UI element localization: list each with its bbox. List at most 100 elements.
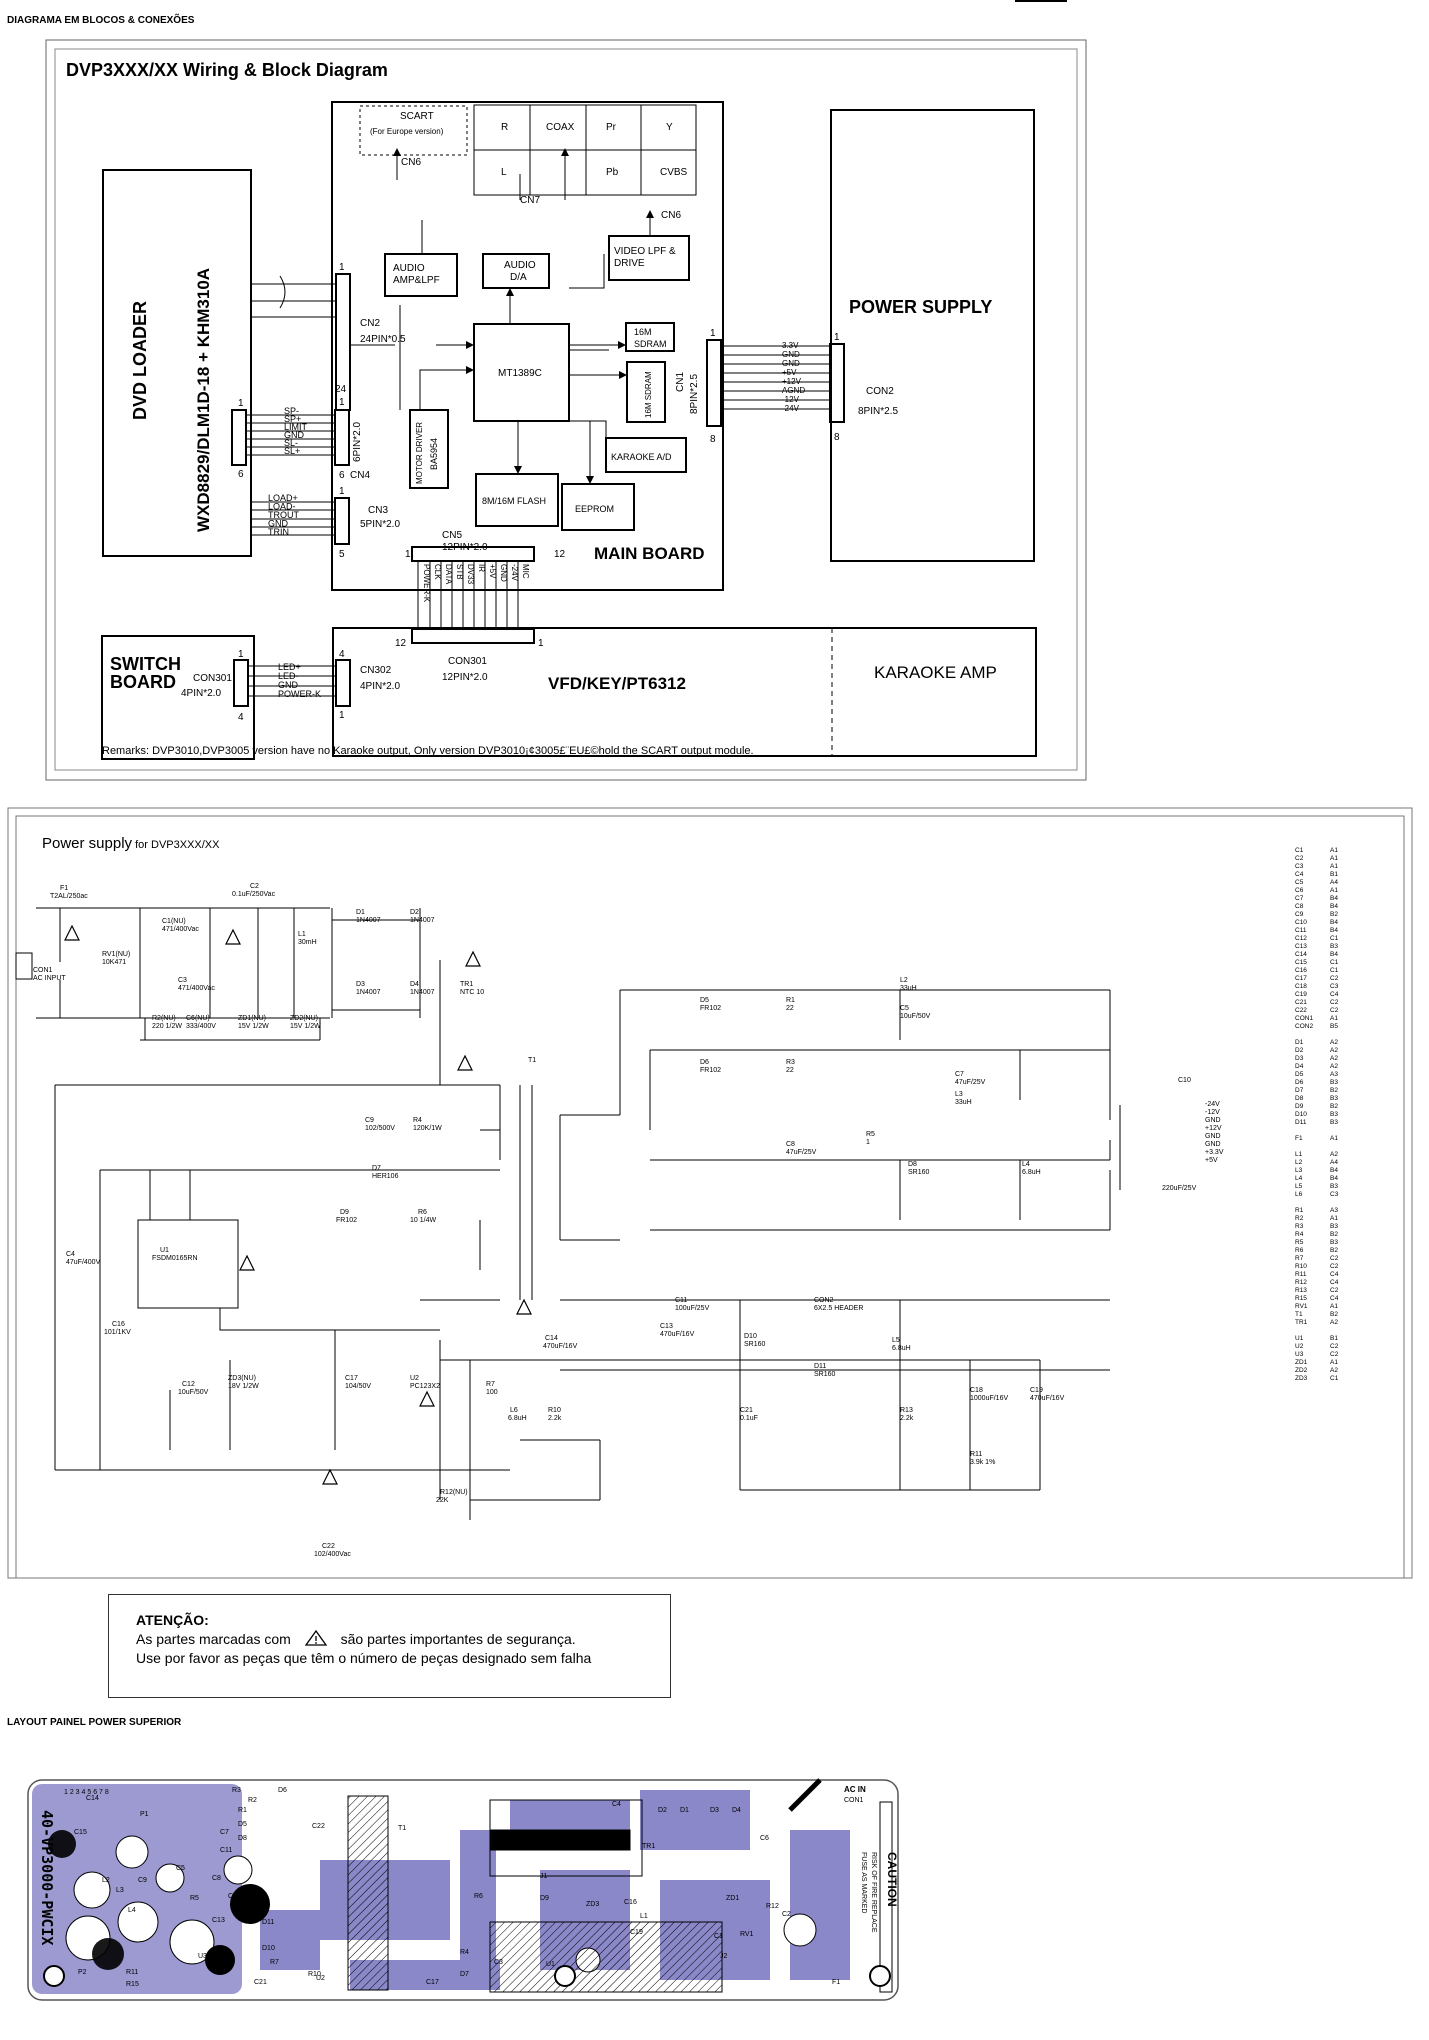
out-coax: COAX — [546, 122, 575, 133]
vfd-signal: GND — [499, 564, 508, 582]
con2-pin: -12V — [1205, 1109, 1220, 1116]
vfd-signal: -24V — [510, 564, 519, 582]
ref-location: A4 — [1330, 879, 1338, 886]
pcb-caution: CAUTION — [885, 1852, 899, 1907]
pcb-part: C15 — [74, 1829, 87, 1836]
cn302: CN302 — [360, 665, 392, 676]
component-label: 2.2k 1% — [0, 800, 25, 802]
eeprom: EEPROM — [575, 504, 614, 514]
ref-location: C2 — [1330, 1287, 1339, 1294]
ref-part: R6 — [1295, 1247, 1304, 1254]
component-label: 18V 1/2W — [228, 1383, 259, 1390]
pcb-part: D4 — [732, 1807, 741, 1814]
ref-part: R13 — [1295, 1287, 1307, 1294]
component-label: C4 — [66, 1251, 75, 1258]
pcb-part: D9 — [540, 1895, 549, 1902]
cn302-spec: 4PIN*2.0 — [360, 681, 400, 692]
ref-location: B2 — [1330, 1311, 1338, 1318]
loader-signal: SP- — [284, 406, 299, 416]
component-label: D2 — [410, 909, 419, 916]
tray-signal: TRIN — [268, 527, 289, 537]
pcb-part: C4 — [612, 1801, 621, 1808]
pcb-con1: CON1 — [844, 1797, 864, 1804]
cn2: CN2 — [360, 318, 380, 329]
ref-part: ZD3 — [1295, 1375, 1308, 1382]
switch-board-line2: BOARD — [110, 672, 176, 692]
pcb-part: R7 — [270, 1959, 279, 1966]
ref-part: C22 — [1295, 1007, 1307, 1014]
diagram-title: DVP3XXX/XX Wiring & Block Diagram — [66, 60, 388, 80]
pin: 8 — [710, 434, 716, 445]
pcb-pin-numbers: 1 2 3 4 5 6 7 8 — [64, 1789, 109, 1796]
section-heading-layout: LAYOUT PAINEL POWER SUPERIOR — [7, 1717, 182, 1728]
ref-location: B4 — [1330, 1175, 1338, 1182]
component-label: C14 — [545, 1335, 558, 1342]
dvd-loader-label: DVD LOADER — [130, 301, 150, 420]
psu-signal: +5V — [782, 368, 797, 377]
component-label: T1 — [528, 1057, 536, 1064]
con2-pin: +3.3V — [1205, 1149, 1224, 1156]
component-label: R13 — [900, 1407, 913, 1414]
sdram-b: SDRAM — [634, 339, 667, 349]
psu-signal: GND — [782, 359, 800, 368]
component-label: D7 — [372, 1165, 381, 1172]
motor-driver: MOTOR DRIVER — [415, 422, 424, 484]
component-label: FR102 — [700, 1067, 721, 1074]
ref-location: B1 — [1330, 1335, 1338, 1342]
pcb-part: C18 — [228, 1893, 241, 1900]
ref-part: C13 — [1295, 943, 1307, 950]
component-label: R15 — [0, 800, 13, 802]
component-label: U3 — [0, 800, 9, 802]
pcb-part: C10 — [252, 1891, 265, 1898]
component-label: U2 — [410, 1375, 419, 1382]
ref-part: C17 — [1295, 975, 1307, 982]
karaoke-ad: KARAOKE A/D — [611, 452, 672, 462]
component-label: L6 — [510, 1407, 518, 1414]
component-label: L4 — [1022, 1161, 1030, 1168]
psu-signal: AGND — [782, 386, 805, 395]
ref-part: D7 — [1295, 1087, 1304, 1094]
component-label: C17 — [345, 1375, 358, 1382]
ref-part: C2 — [1295, 855, 1304, 862]
psu-signal: GND — [782, 350, 800, 359]
loader-signal: SP+ — [284, 414, 301, 424]
pcb-layout: 40-VP3000-PWCIX CAUTION RISK OF FIRE REP… — [27, 1778, 899, 2001]
pin: 8 — [834, 432, 840, 443]
con2-pin: +12V — [1205, 1125, 1222, 1132]
component-label: C5 — [900, 1005, 909, 1012]
ref-part: D4 — [1295, 1063, 1304, 1070]
component-label: 333/400V — [186, 1023, 216, 1030]
vfd-signal: DATA — [444, 564, 453, 585]
psu-signal: 3.3V — [782, 341, 799, 350]
ref-location: C1 — [1330, 1375, 1339, 1382]
ba5954: BA5954 — [429, 438, 439, 470]
component-label: L1 — [298, 931, 306, 938]
component-label: C22 — [322, 1543, 335, 1550]
ref-part: C14 — [1295, 951, 1307, 958]
pcb-part: R11 — [126, 1969, 138, 1976]
pcb-part: T1 — [398, 1825, 406, 1832]
ref-location: B3 — [1330, 943, 1338, 950]
component-label: FR102 — [700, 1005, 721, 1012]
ref-location: A1 — [1330, 887, 1338, 894]
component-label: 47uF/25V — [786, 1149, 817, 1156]
component-label: 2.2k — [548, 1415, 562, 1422]
ref-location: A2 — [1330, 1047, 1338, 1054]
ref-location: B4 — [1330, 895, 1338, 902]
pcb-part: C1 — [714, 1933, 723, 1940]
ref-location: B2 — [1330, 1087, 1338, 1094]
ref-part: R15 — [1295, 1295, 1307, 1302]
ref-location: C2 — [1330, 975, 1339, 982]
component-label: R7 — [486, 1381, 495, 1388]
ref-part: R2 — [1295, 1215, 1304, 1222]
component-label: C8 — [786, 1141, 795, 1148]
ref-location: B4 — [1330, 1167, 1338, 1174]
pin: 1 — [339, 710, 345, 721]
safety-notice: ATENÇÃO: As partes marcadas com são part… — [108, 1594, 671, 1698]
component-label: AZ431LBZ — [0, 800, 34, 802]
ref-location: B4 — [1330, 903, 1338, 910]
component-label: D11 — [814, 1363, 826, 1370]
